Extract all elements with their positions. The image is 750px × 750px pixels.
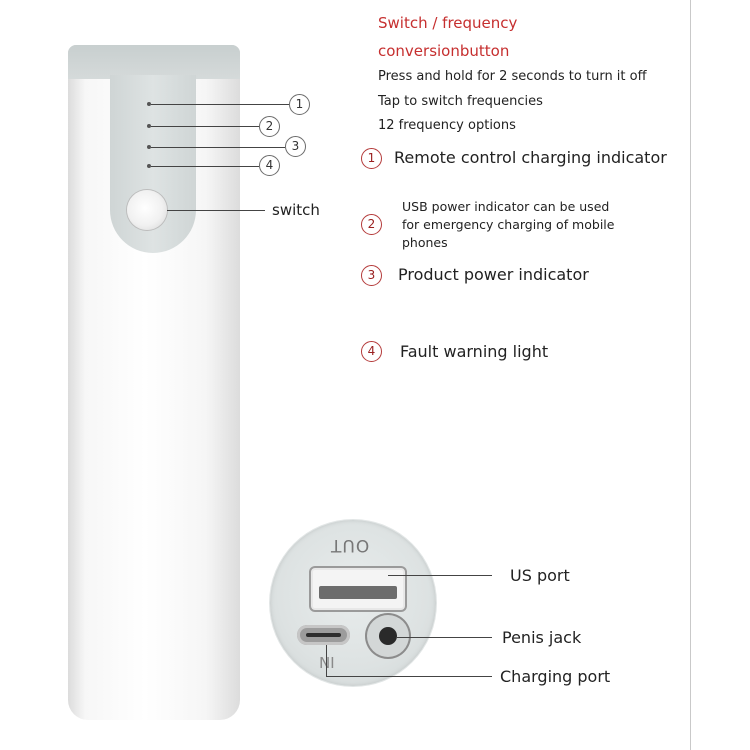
- switch-label: switch: [272, 201, 320, 219]
- leader-line-4: [151, 166, 259, 167]
- switch-title-line2: conversionbutton: [378, 42, 510, 60]
- us-port-leader: [388, 575, 492, 576]
- legend-text-2-line2: for emergency charging of mobile: [402, 217, 615, 232]
- legend-marker-4: 4: [361, 341, 382, 362]
- charging-port-label: Charging port: [500, 667, 611, 686]
- leader-line-1: [151, 104, 289, 105]
- legend-text-2-line3: phones: [402, 235, 448, 250]
- legend-text-4: Fault warning light: [400, 342, 549, 361]
- indicator-led-4: [147, 164, 151, 168]
- indicator-led-1: [147, 102, 151, 106]
- jack-leader: [396, 637, 492, 638]
- device-cap: [68, 45, 240, 79]
- legend-marker-2: 2: [361, 214, 382, 235]
- usb-port-tongue: [319, 586, 397, 599]
- legend-marker-3: 3: [361, 265, 382, 286]
- switch-leader-line: [167, 210, 265, 211]
- charging-port-leader-vertical: [326, 645, 327, 676]
- charging-port-leader: [326, 676, 492, 677]
- divider-line: [690, 0, 691, 750]
- micro-usb-slot: [306, 633, 341, 637]
- switch-desc-2: Tap to switch frequencies: [378, 94, 543, 109]
- indicator-led-3: [147, 145, 151, 149]
- out-label: OUT: [330, 535, 370, 555]
- legend-marker-1: 1: [361, 148, 382, 169]
- marker-3: 3: [285, 136, 306, 157]
- leader-line-3: [151, 147, 285, 148]
- switch-title-line1: Switch / frequency: [378, 14, 518, 32]
- switch-button: [127, 190, 167, 230]
- leader-line-2: [151, 126, 259, 127]
- us-port-label: US port: [510, 566, 570, 585]
- marker-1: 1: [289, 94, 310, 115]
- legend-text-3: Product power indicator: [398, 265, 589, 284]
- legend-text-1: Remote control charging indicator: [394, 148, 667, 167]
- switch-desc-3: 12 frequency options: [378, 118, 516, 133]
- audio-jack-hole: [379, 627, 397, 645]
- penis-jack-label: Penis jack: [502, 628, 582, 647]
- marker-2: 2: [259, 116, 280, 137]
- legend-text-2-line1: USB power indicator can be used: [402, 199, 610, 214]
- switch-desc-1: Press and hold for 2 seconds to turn it …: [378, 69, 647, 84]
- indicator-led-2: [147, 124, 151, 128]
- marker-4: 4: [259, 155, 280, 176]
